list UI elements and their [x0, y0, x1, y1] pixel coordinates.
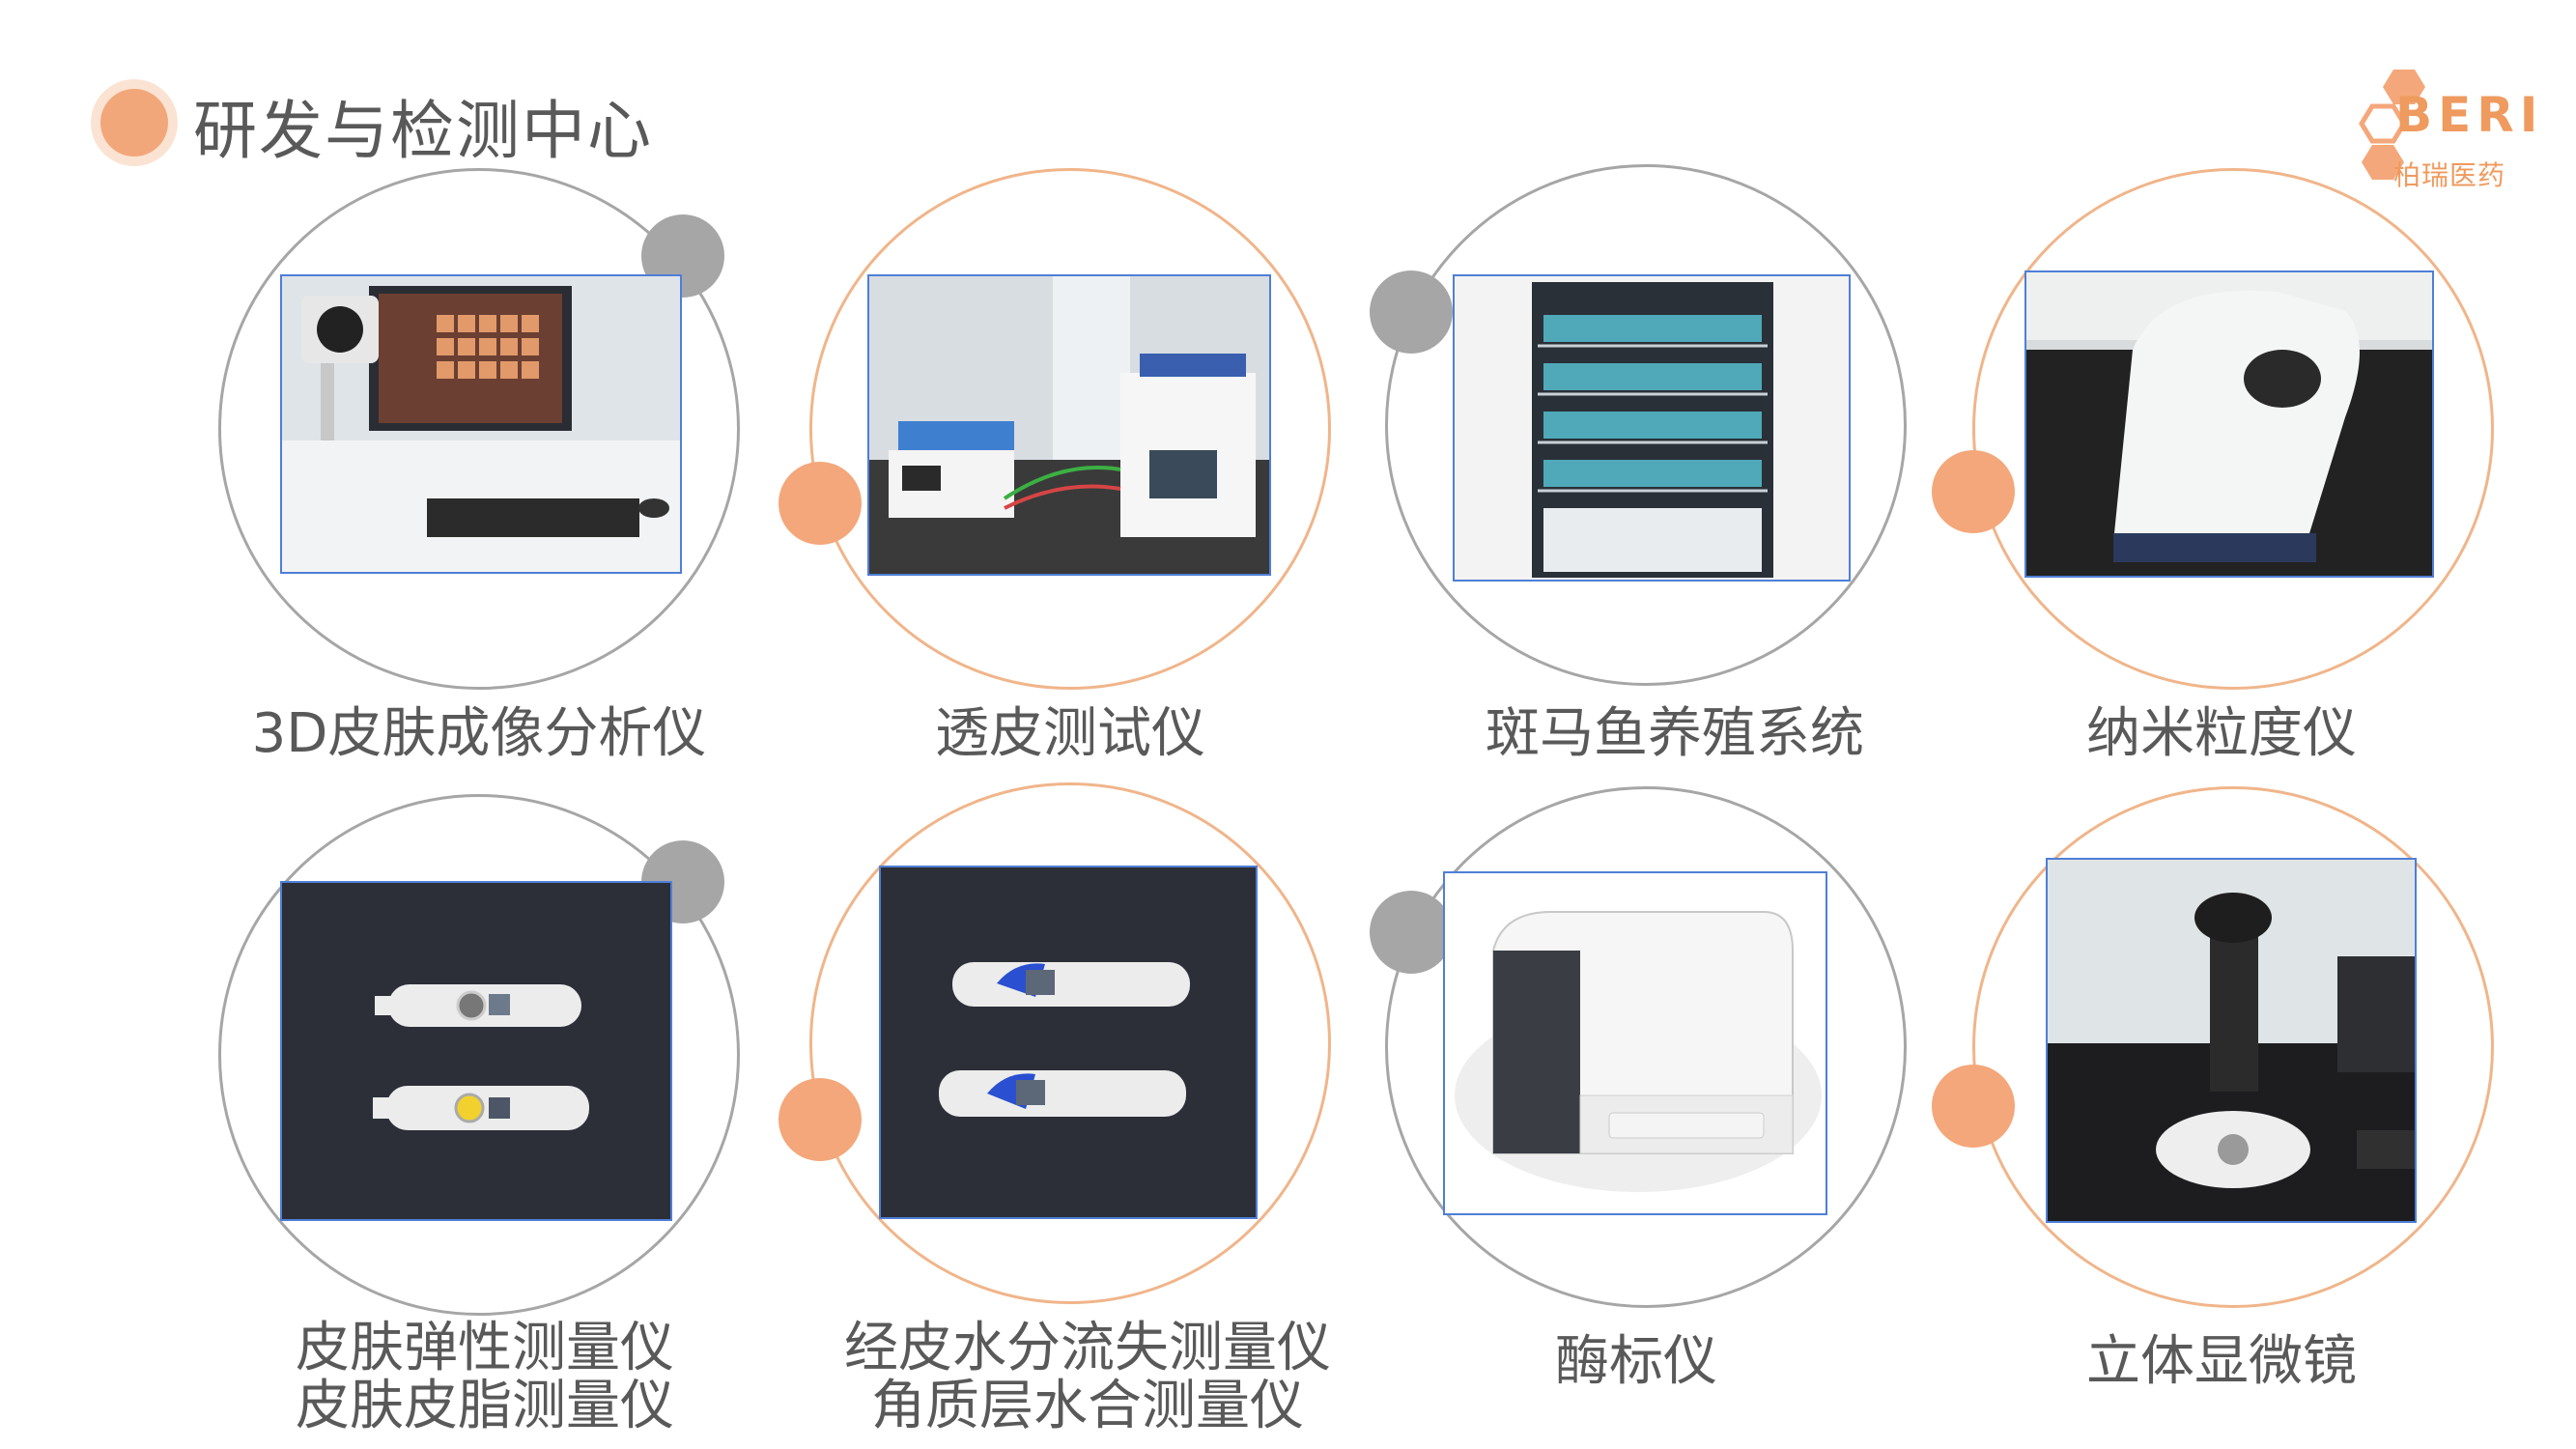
instrument-label-8: 立体显微镜	[2086, 1330, 2357, 1393]
elasticity-sebum-probe-photo	[280, 881, 672, 1221]
skin-imaging-photo	[280, 274, 682, 574]
instrument-label-5-line2: 皮肤皮脂测量仪	[296, 1375, 674, 1437]
instrument-label-3: 斑马鱼养殖系统	[1486, 702, 1864, 765]
instrument-label-7: 酶标仪	[1555, 1330, 1717, 1393]
instrument-label-6: 经皮水分流失测量仪 角质层水合测量仪	[750, 1320, 1426, 1435]
instrument-label-2: 透皮测试仪	[935, 702, 1205, 765]
stereo-microscope-photo	[2046, 858, 2417, 1223]
transdermal-tester-photo	[867, 274, 1271, 576]
microplate-reader-photo	[1443, 871, 1827, 1215]
decorative-dot-3	[1370, 270, 1453, 354]
tewl-hydration-probe-photo	[879, 866, 1258, 1219]
instrument-label-6-line1: 经皮水分流失测量仪	[844, 1317, 1331, 1379]
instrument-label-4: 纳米粒度仪	[2086, 702, 2357, 765]
title-bullet	[100, 89, 168, 156]
zebrafish-system-photo	[1453, 274, 1851, 582]
instrument-label-5-line1: 皮肤弹性测量仪	[296, 1317, 674, 1379]
instrument-label-6-line2: 角质层水合测量仪	[871, 1375, 1304, 1437]
instrument-label-5: 皮肤弹性测量仪 皮肤皮脂测量仪	[147, 1320, 823, 1435]
nanoparticle-sizer-photo	[2024, 270, 2434, 578]
decorative-dot-7	[1370, 891, 1453, 974]
decorative-dot-6	[778, 1078, 862, 1161]
decorative-dot-8	[1932, 1065, 2015, 1148]
decorative-dot-2	[778, 462, 862, 545]
page-title: 研发与检测中心	[193, 94, 653, 168]
instrument-label-1: 3D皮肤成像分析仪	[251, 702, 707, 765]
decorative-dot-4	[1932, 450, 2015, 533]
logo-subtitle: 柏瑞医药	[2393, 159, 2506, 191]
beri-logo-icon	[2359, 70, 2425, 180]
logo-text: BERI	[2395, 87, 2544, 143]
